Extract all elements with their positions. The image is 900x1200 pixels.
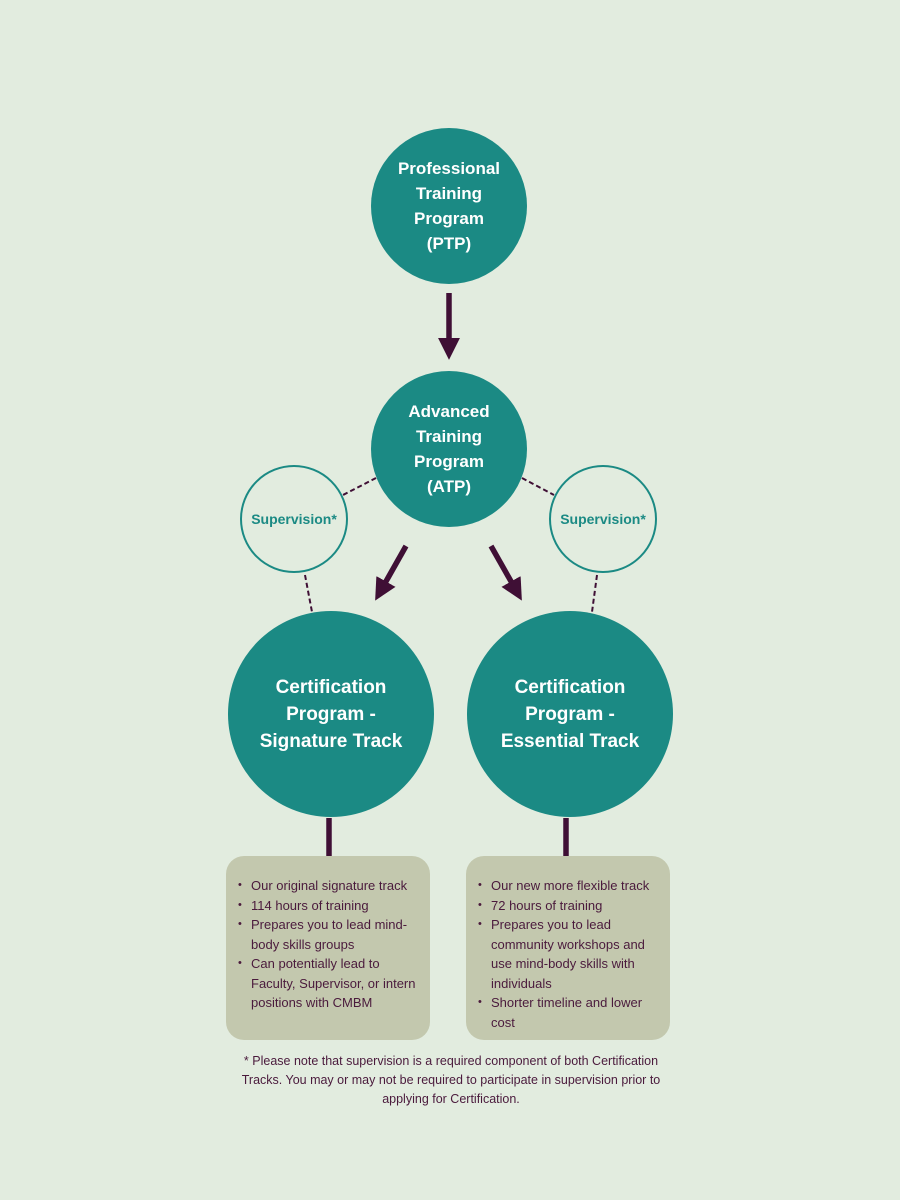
- supervision-footnote: * Please note that supervision is a requ…: [241, 1054, 661, 1106]
- certification-signature-node: Certification Program - Signature Track: [228, 611, 434, 817]
- supervision-left-node: Supervision*: [240, 465, 348, 573]
- list-item: Our new more flexible track: [476, 876, 664, 896]
- essential-track-list: Our new more flexible track 72 hours of …: [476, 876, 664, 1032]
- list-item: 114 hours of training: [236, 896, 424, 916]
- atp-label: Advanced Training Program (ATP): [408, 402, 490, 496]
- dashed-link-supervision-left-signature: [304, 574, 313, 613]
- certification-essential-label: Certification Program - Essential Track: [500, 676, 640, 752]
- essential-track-details: Our new more flexible track 72 hours of …: [466, 856, 670, 1040]
- list-item: Can potentially lead to Faculty, Supervi…: [236, 954, 424, 1013]
- dashed-link-atp-supervision-left: [342, 477, 377, 496]
- dashed-link-supervision-right-essential: [591, 574, 598, 613]
- list-item: 72 hours of training: [476, 896, 664, 916]
- dashed-link-atp-supervision-right: [521, 477, 555, 496]
- list-item: Our original signature track: [236, 876, 424, 896]
- signature-track-list: Our original signature track 114 hours o…: [236, 876, 424, 1013]
- arrow-atp-to-signature: [375, 544, 409, 601]
- supervision-left-label: Supervision*: [251, 511, 337, 527]
- supervision-right-node: Supervision*: [549, 465, 657, 573]
- certification-essential-node: Certification Program - Essential Track: [467, 611, 673, 817]
- ptp-label: Professional Training Program (PTP): [397, 159, 501, 253]
- ptp-node: Professional Training Program (PTP): [371, 128, 527, 284]
- atp-node: Advanced Training Program (ATP): [371, 371, 527, 527]
- list-item: Prepares you to lead mind-body skills gr…: [236, 915, 424, 954]
- supervision-right-label: Supervision*: [560, 511, 646, 527]
- signature-track-details: Our original signature track 114 hours o…: [226, 856, 430, 1040]
- arrow-atp-to-essential: [488, 544, 522, 601]
- list-item: Prepares you to lead community workshops…: [476, 915, 664, 993]
- list-item: Shorter timeline and lower cost: [476, 993, 664, 1032]
- certification-signature-label: Certification Program - Signature Track: [259, 676, 403, 752]
